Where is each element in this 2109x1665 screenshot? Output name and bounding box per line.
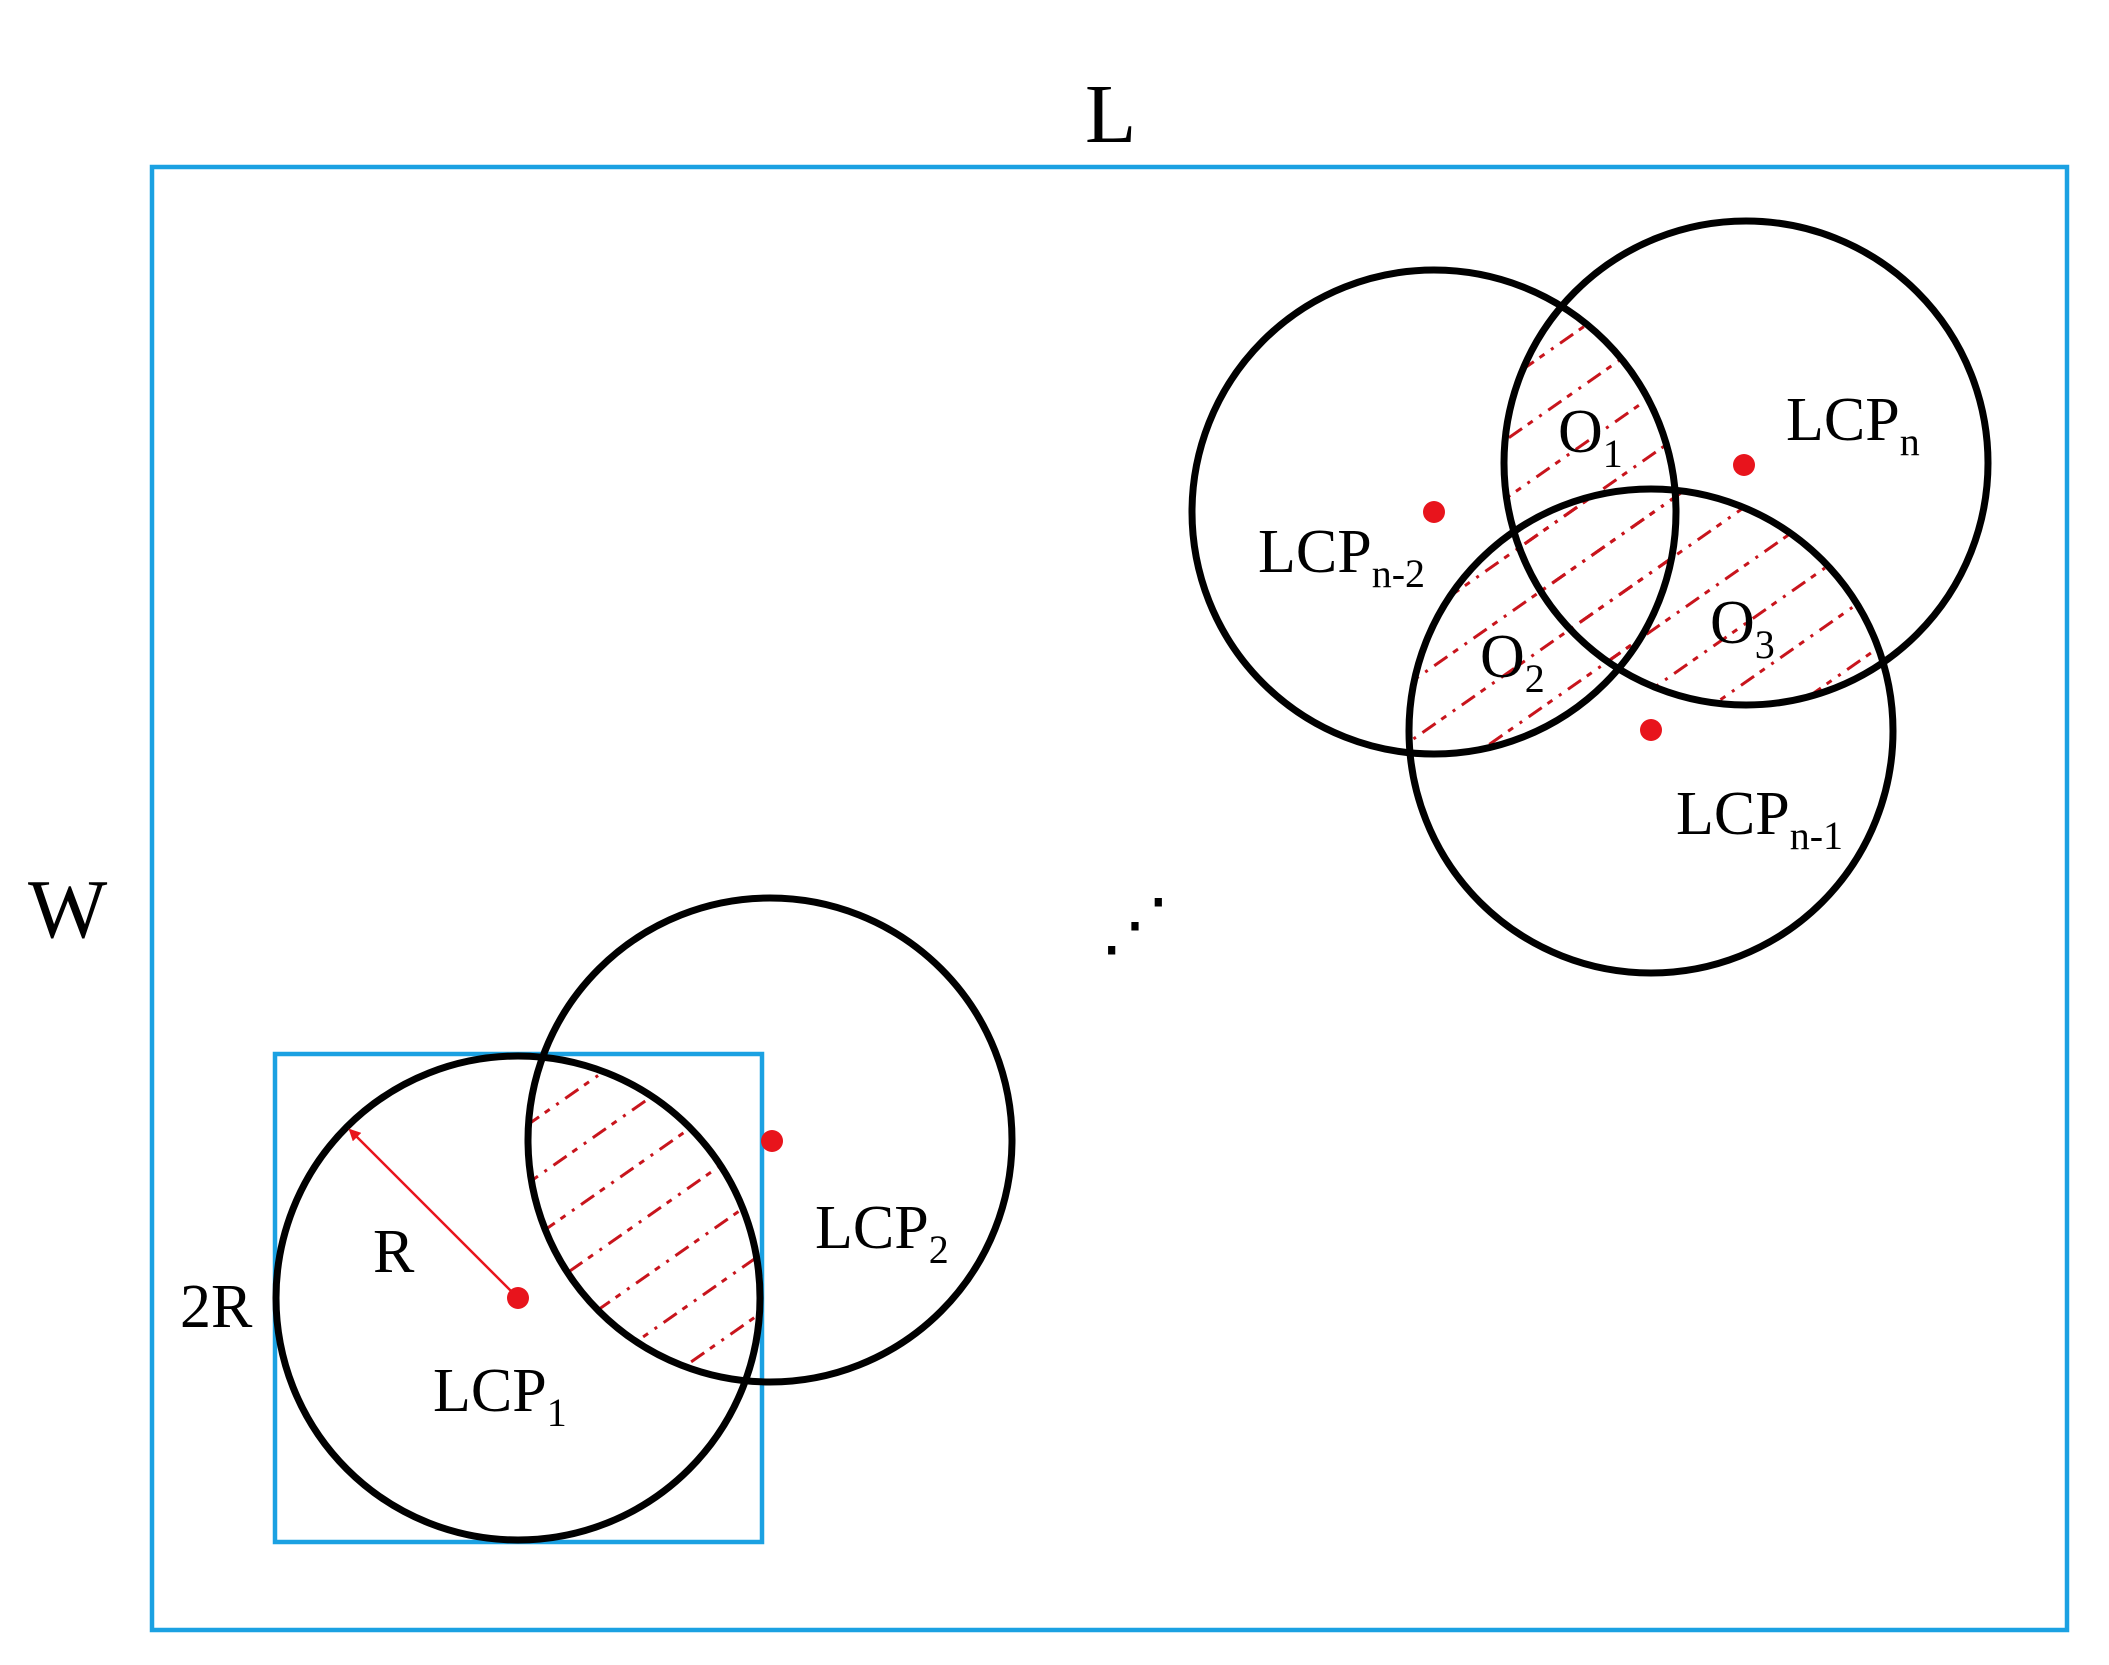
coverage-circle-lcp1 [272, 1052, 764, 1544]
coverage-circle-lcp-n2 [1188, 266, 1680, 758]
area-frame [149, 164, 2070, 1633]
o2-label: O2 [1480, 623, 1545, 701]
lcp-n-label: LCPn [1786, 386, 1920, 464]
radius-arrow [348, 1128, 519, 1299]
lcp-n1-label: LCPn-1 [1676, 780, 1843, 858]
point-lcp-n [1733, 454, 1755, 476]
two-r-label: 2R [180, 1273, 253, 1341]
lcp-n2-label: LCPn-2 [1258, 518, 1425, 596]
point-lcp2 [761, 1130, 783, 1152]
coverage-circle-lcp2 [524, 894, 1016, 1386]
ellipsis: ⋰ [1100, 887, 1170, 964]
width-label: W [28, 863, 108, 956]
lcp2-label: LCP2 [815, 1194, 949, 1272]
o1-label: O1 [1558, 398, 1623, 476]
o3-label: O3 [1710, 589, 1775, 667]
length-label: L [1085, 68, 1136, 161]
coverage-circle-lcp-n1 [1405, 485, 1897, 977]
point-lcp-n2 [1423, 501, 1445, 523]
overlap-lcp1-lcp2 [528, 1056, 760, 1382]
point-lcp-n1 [1640, 719, 1662, 741]
radius-label: R [373, 1218, 415, 1286]
coverage-circle-lcp-n [1500, 217, 1992, 709]
lcp1-label: LCP1 [433, 1357, 567, 1435]
point-lcp1 [507, 1287, 529, 1309]
